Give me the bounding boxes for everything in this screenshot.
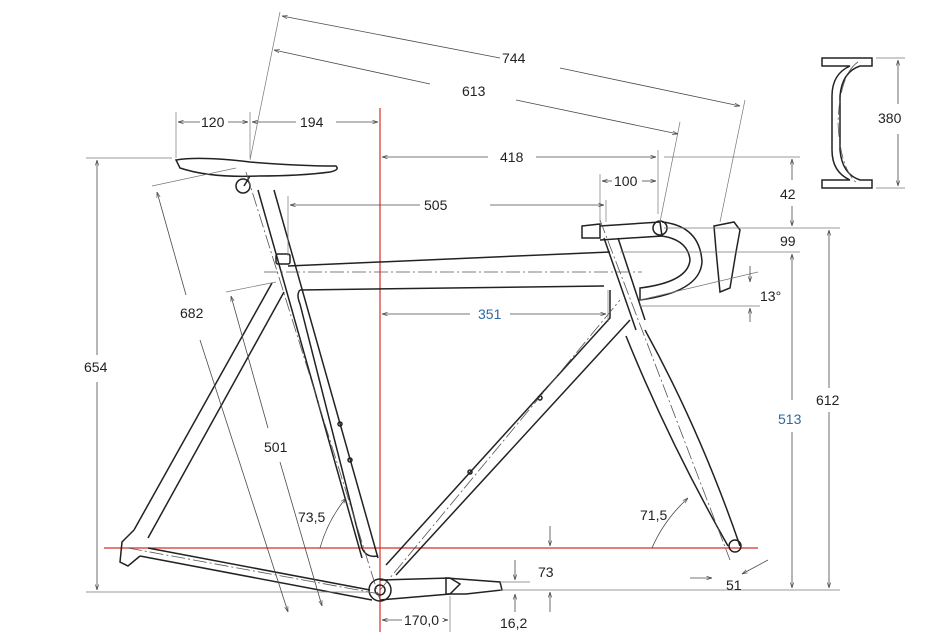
seat-tube-centerline xyxy=(245,171,381,601)
dim-51-label: 51 xyxy=(726,577,742,593)
dim-71-5-label: 71,5 xyxy=(640,507,667,523)
dim-654-label: 654 xyxy=(84,359,108,375)
dim-73-label: 73 xyxy=(538,564,554,580)
dim-501-label: 501 xyxy=(264,439,288,455)
dim-613-label: 613 xyxy=(462,83,486,99)
dim-13deg-label: 13° xyxy=(760,288,781,304)
steerer-centerline xyxy=(599,219,731,561)
dim-380-label: 380 xyxy=(878,110,902,126)
crank-arm xyxy=(379,577,462,601)
seat-clamp xyxy=(275,253,291,265)
dim-351-label: 351 xyxy=(478,306,502,322)
bottom-bracket xyxy=(368,578,392,602)
handlebar-drop xyxy=(639,221,703,301)
brake-lever xyxy=(713,221,741,294)
dim-682-label: 682 xyxy=(180,305,204,321)
handlebar-inset: 380 xyxy=(821,57,905,189)
dim-42-label: 42 xyxy=(780,186,796,202)
dim-16-2-label: 16,2 xyxy=(500,615,527,631)
saddle xyxy=(174,157,338,178)
dim-99-label: 99 xyxy=(780,233,796,249)
dim-120-label: 120 xyxy=(201,114,225,130)
dim-612-label: 612 xyxy=(816,392,840,408)
pedal xyxy=(445,577,503,595)
dim-194-label: 194 xyxy=(300,114,324,130)
stem xyxy=(581,221,663,241)
dim-170-label: 170,0 xyxy=(404,612,439,628)
dim-100-label: 100 xyxy=(614,173,638,189)
stay-centerline xyxy=(127,547,381,595)
dim-744-label: 744 xyxy=(502,50,526,66)
down-tube-centerline xyxy=(379,299,621,591)
dim-418-label: 418 xyxy=(500,149,524,165)
dim-513-label: 513 xyxy=(778,411,802,427)
dim-73-5-label: 73,5 xyxy=(298,509,325,525)
frame xyxy=(119,157,742,602)
dim-505-label: 505 xyxy=(424,197,448,213)
